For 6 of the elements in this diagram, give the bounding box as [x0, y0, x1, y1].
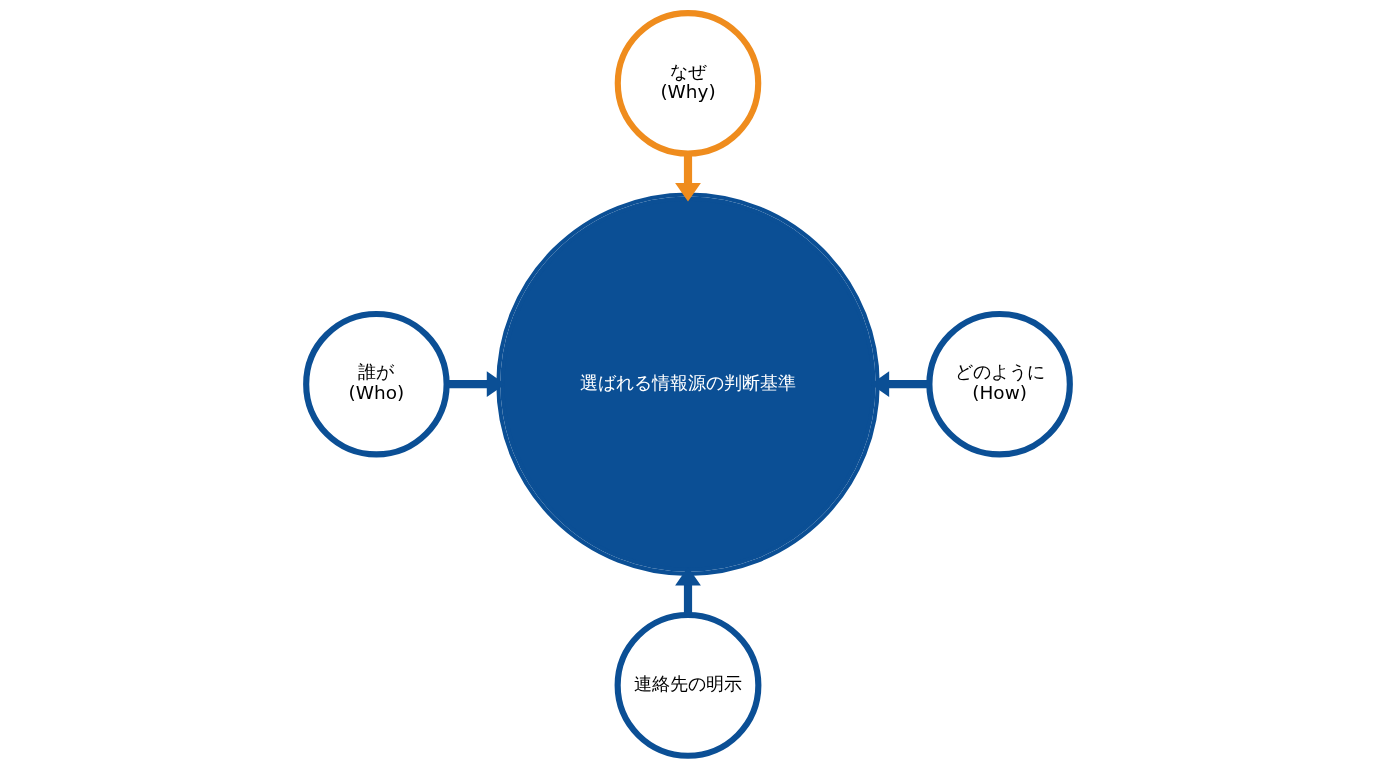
node-circle: なぜ (Why)	[614, 9, 762, 157]
node-circle: どのように (How)	[926, 310, 1073, 457]
node-circle: 連絡先の明示	[614, 611, 762, 759]
node-circle: 選ばれる情報源の判断基準	[496, 191, 880, 576]
arrow	[675, 153, 701, 201]
node-circle: 誰が (Who)	[303, 310, 450, 457]
